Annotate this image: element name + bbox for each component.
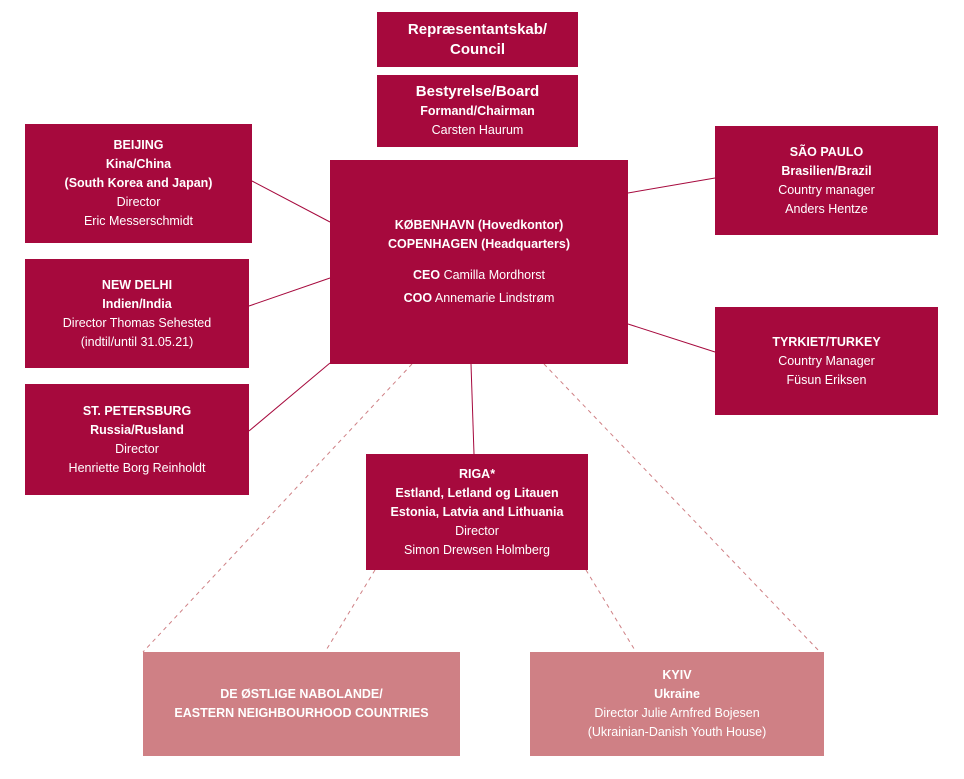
connector-beijing: [251, 180, 331, 223]
beijing-role: Director: [116, 195, 161, 209]
board-title: Bestyrelse/Board: [415, 83, 540, 100]
sao-paulo-name: Anders Hentze: [785, 201, 868, 216]
connector-turkey: [627, 323, 716, 353]
st-petersburg-name: Henriette Borg Reinholdt: [68, 460, 206, 475]
riga-city: RIGA*: [458, 466, 496, 481]
riga-box: RIGA* Estland, Letland og Litauen Estoni…: [366, 454, 588, 570]
board-role: Formand/Chairman: [420, 104, 535, 118]
connector-riga: [470, 363, 475, 455]
kyiv-country: Ukraine: [654, 687, 700, 701]
beijing-name: Eric Messerschmidt: [83, 214, 194, 228]
board-chairman-name: Carsten Haurum: [431, 123, 524, 137]
eastern-line1: DE ØSTLIGE NABOLANDE/: [220, 687, 383, 701]
sao-paulo-role: Country manager: [778, 182, 875, 197]
eastern-neighbourhood-box: DE ØSTLIGE NABOLANDE/ EASTERN NEIGHBOURH…: [143, 652, 460, 756]
kyiv-box: KYIV Ukraine Director Julie Arnfred Boje…: [530, 652, 824, 756]
st-petersburg-role: Director: [115, 441, 159, 456]
dashed-connector-riga-eastern: [324, 569, 376, 653]
kyiv-role-name: Director Julie Arnfred Bojesen: [594, 706, 760, 720]
new-delhi-city: NEW DELHI: [101, 277, 173, 292]
ceo-name: Camilla Mordhorst: [443, 268, 545, 282]
hq-line1: KØBENHAVN (Hovedkontor): [394, 218, 564, 232]
connector-st-petersburg: [248, 362, 331, 432]
new-delhi-role-name: Director Thomas Sehested: [62, 315, 212, 330]
dashed-connector-hq-eastern-left: [142, 363, 413, 653]
hq-box: KØBENHAVN (Hovedkontor) COPENHAGEN (Head…: [330, 160, 628, 364]
hq-coo: COO Annemarie Lindstrøm: [404, 289, 555, 308]
beijing-box: BEIJING Kina/China (South Korea and Japa…: [25, 124, 252, 243]
council-box: Repræsentantskab/ Council: [377, 12, 578, 67]
turkey-role: Country Manager: [778, 353, 875, 368]
turkey-name: Füsun Eriksen: [786, 372, 867, 387]
beijing-country: Kina/China: [105, 157, 172, 171]
st-petersburg-country: Russia/Rusland: [90, 422, 184, 437]
kyiv-note: (Ukrainian-Danish Youth House): [587, 725, 767, 739]
connector-new-delhi: [248, 277, 331, 307]
sao-paulo-country: Brasilien/Brazil: [781, 163, 872, 178]
hq-line2: COPENHAGEN (Headquarters): [388, 237, 570, 251]
new-delhi-note: (indtil/until 31.05.21): [80, 334, 194, 349]
council-line1: Repræsentantskab/: [407, 20, 548, 38]
kyiv-city: KYIV: [662, 668, 692, 682]
riga-name: Simon Drewsen Holmberg: [404, 542, 550, 557]
hq-ceo: CEO Camilla Mordhorst: [413, 266, 545, 285]
dashed-connector-riga-kyiv: [585, 569, 637, 653]
coo-label: COO: [403, 291, 433, 305]
dashed-connector-hq-kyiv-right: [543, 363, 821, 653]
connector-sao-paulo: [627, 177, 716, 194]
new-delhi-box: NEW DELHI Indien/India Director Thomas S…: [25, 259, 249, 368]
st-petersburg-city: ST. PETERSBURG: [82, 403, 192, 418]
board-box: Bestyrelse/Board Formand/Chairman Carste…: [377, 75, 578, 147]
eastern-line2: EASTERN NEIGHBOURHOOD COUNTRIES: [174, 706, 429, 720]
turkey-city: TYRKIET/TURKEY: [772, 334, 881, 349]
riga-countries-en: Estonia, Latvia and Lithuania: [390, 504, 564, 519]
coo-name: Annemarie Lindstrøm: [434, 291, 555, 305]
new-delhi-country: Indien/India: [102, 296, 172, 311]
turkey-box: TYRKIET/TURKEY Country Manager Füsun Eri…: [715, 307, 938, 415]
riga-countries-da: Estland, Letland og Litauen: [395, 485, 559, 500]
council-line2: Council: [450, 40, 505, 58]
sao-paulo-box: SÃO PAULO Brasilien/Brazil Country manag…: [715, 126, 938, 235]
sao-paulo-city: SÃO PAULO: [789, 144, 864, 159]
beijing-city: BEIJING: [113, 138, 164, 152]
beijing-region: (South Korea and Japan): [64, 176, 213, 190]
ceo-label: CEO: [413, 268, 441, 282]
st-petersburg-box: ST. PETERSBURG Russia/Rusland Director H…: [25, 384, 249, 495]
riga-role: Director: [455, 523, 499, 538]
